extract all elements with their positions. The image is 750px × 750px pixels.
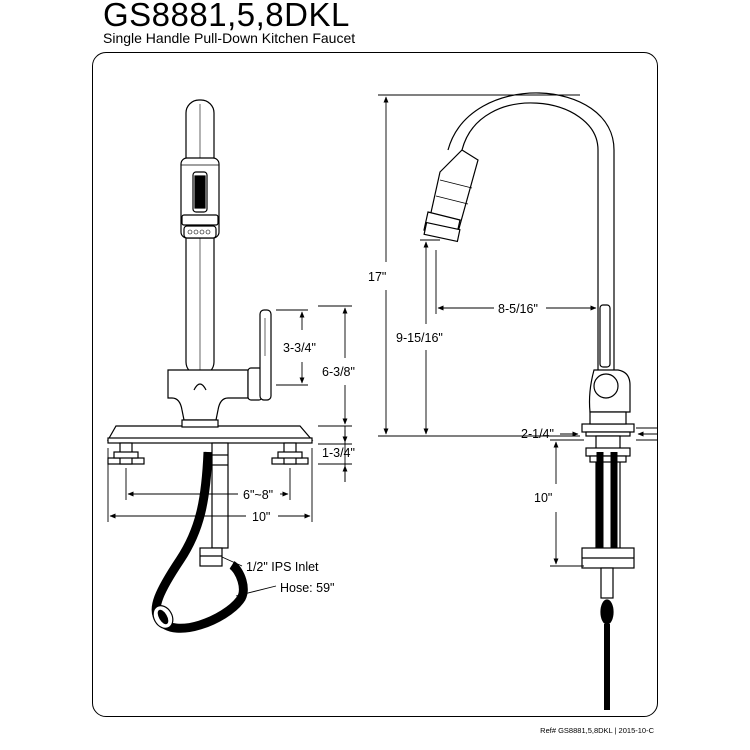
dim-plate-width: 10" bbox=[252, 510, 270, 524]
dim-spout-reach: 8-5/16" bbox=[498, 302, 538, 316]
callout-inlet: 1/2" IPS Inlet bbox=[246, 560, 319, 574]
dim-hole-spacing: 6"~8" bbox=[243, 488, 273, 502]
dim-spout-clearance: 9-15/16" bbox=[396, 331, 443, 345]
model-title: GS8881,5,8DKL bbox=[103, 0, 350, 33]
dim-lever-height: 3-3/4" bbox=[283, 341, 316, 355]
side-view-dimensions bbox=[378, 94, 658, 567]
dim-body-height: 6-3/8" bbox=[322, 365, 355, 379]
braided-hose bbox=[151, 451, 248, 633]
dim-deck-thickness: 1-3/4" bbox=[322, 446, 355, 460]
side-view-faucet bbox=[423, 92, 635, 625]
dim-shank-length: 10" bbox=[534, 491, 552, 505]
dimension-labels: 3-3/4" 6-3/8" 1-3/4" 6"~8" 10" 1/2" IPS … bbox=[243, 270, 554, 595]
product-description: Single Handle Pull-Down Kitchen Faucet bbox=[103, 30, 356, 46]
callout-hose: Hose: 59" bbox=[280, 581, 334, 595]
side-view-braided-hoses bbox=[596, 452, 618, 710]
dim-overall-height: 17" bbox=[368, 270, 386, 284]
front-view-faucet bbox=[106, 99, 314, 567]
dim-base-diameter: 2-1/4" bbox=[521, 427, 554, 441]
reference-number: Ref# GS8881,5,8DKL | 2015-10-C bbox=[540, 726, 654, 735]
drawing-frame bbox=[92, 52, 658, 717]
front-view-dimensions bbox=[107, 305, 352, 597]
